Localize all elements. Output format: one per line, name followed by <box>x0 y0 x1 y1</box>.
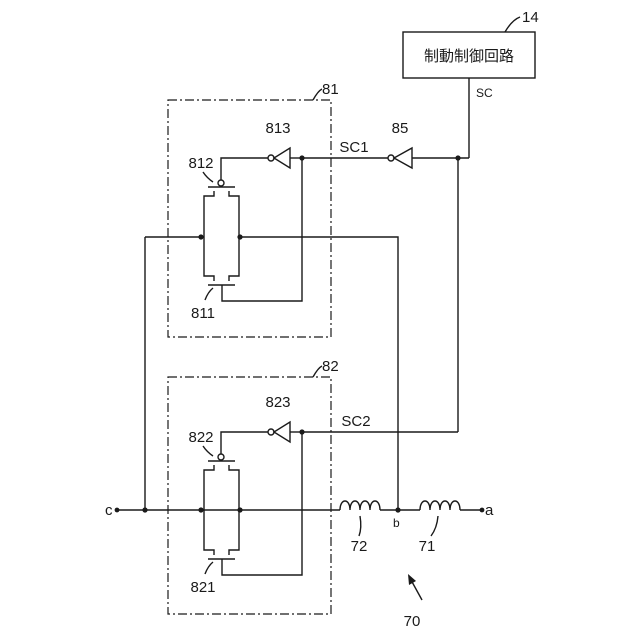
inverter-823-ref: 823 <box>265 394 290 411</box>
assembly-70-arrowhead <box>408 574 416 585</box>
tgate-81-right-channel <box>229 191 239 281</box>
junction-c <box>142 507 147 512</box>
inductor-72-ref: 72 <box>351 538 368 555</box>
unit-82-ref: 82 <box>322 358 339 375</box>
pmos-812-gate-bubble <box>218 180 224 186</box>
tgate-81-left-channel <box>204 191 214 281</box>
pmos-812-leader <box>203 172 213 182</box>
unit-82-leader <box>313 366 322 377</box>
nmos-821-ref: 821 <box>190 579 215 596</box>
inverter-85-ref: 85 <box>392 120 409 137</box>
sc2-signal-label: SC2 <box>341 413 370 430</box>
inverter-813-ref: 813 <box>265 120 290 137</box>
control-circuit-label: 制動制御回路 <box>424 47 514 65</box>
inductor-71 <box>420 501 460 510</box>
inv-823-to-822-gate <box>221 432 268 454</box>
node-a-dot <box>480 508 485 513</box>
junction-81-left <box>198 234 203 239</box>
nmos-811-leader <box>205 288 213 300</box>
assembly-70-arrow <box>411 580 422 600</box>
inverter-85 <box>394 148 412 168</box>
assembly-70-ref: 70 <box>404 613 421 630</box>
inverter-823 <box>274 422 290 442</box>
node-a-label: a <box>485 502 494 519</box>
inductor-72-leader <box>359 516 361 536</box>
node-b-dot <box>395 507 400 512</box>
pmos-822-ref: 822 <box>188 429 213 446</box>
node-c-dot <box>115 508 120 513</box>
control-circuit-leader <box>505 17 520 32</box>
pmos-822-gate-bubble <box>218 454 224 460</box>
inductor-71-leader <box>431 516 438 536</box>
unit-81-right-terminal <box>239 237 398 508</box>
inductor-71-ref: 71 <box>419 538 436 555</box>
sc2-to-821-gate <box>222 432 302 575</box>
node-b-label: b <box>393 516 400 530</box>
inductor-72 <box>340 501 380 510</box>
node-c-label: c <box>105 502 113 519</box>
nmos-811-ref: 811 <box>191 305 215 322</box>
nmos-821-leader <box>205 562 213 574</box>
inverter-813 <box>274 148 290 168</box>
unit-81-ref: 81 <box>322 81 339 98</box>
sc-signal-label: SC <box>476 86 493 100</box>
junction-82-right <box>237 507 242 512</box>
pmos-812-ref: 812 <box>188 155 213 172</box>
control-circuit-ref: 14 <box>522 9 539 26</box>
sc1-signal-label: SC1 <box>339 139 368 156</box>
junction-sc <box>455 155 460 160</box>
pmos-822-leader <box>203 446 213 456</box>
sc1-to-811-gate <box>222 158 302 301</box>
inv-813-to-812-gate <box>221 158 268 180</box>
junction-82-left <box>198 507 203 512</box>
unit-81-leader <box>313 89 322 100</box>
